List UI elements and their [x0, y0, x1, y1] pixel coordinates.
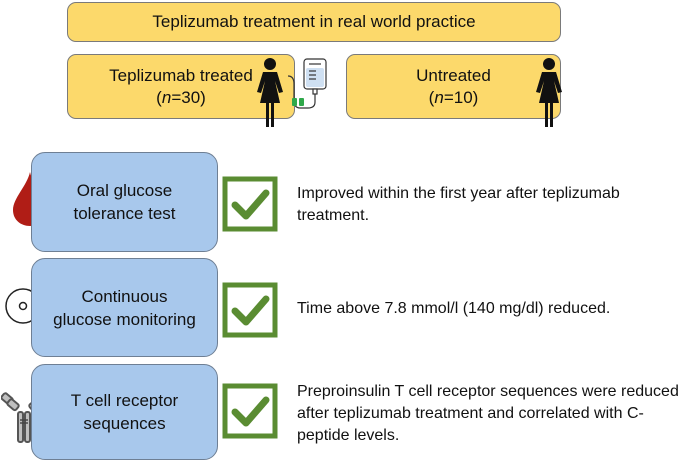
- test-box-cgm: Continuous glucose monitoring: [31, 258, 218, 357]
- checkmark-icon: [222, 176, 278, 232]
- test-label-tcr: T cell receptor sequences: [70, 391, 179, 433]
- checkmark-icon: [222, 282, 278, 338]
- untreated-group-label: Untreated: [416, 65, 491, 85]
- result-text-ogtt: Improved within the first year after tep…: [297, 185, 620, 224]
- treated-group-count: (n=30): [156, 87, 206, 107]
- person-icon-untreated: [536, 58, 562, 127]
- treated-group-box: Teplizumab treated (n=30): [67, 54, 295, 119]
- person-icon-treated: [257, 58, 283, 127]
- test-label-ogtt: Oral glucose tolerance test: [73, 181, 176, 223]
- diagram-title-text: Teplizumab treatment in real world pract…: [152, 12, 476, 31]
- checkmark-icon: [222, 383, 278, 439]
- test-box-tcr: T cell receptor sequences: [31, 364, 218, 460]
- result-text-cgm: Time above 7.8 mmol/l (140 mg/dl) reduce…: [297, 300, 611, 317]
- diagram-title: Teplizumab treatment in real world pract…: [67, 2, 561, 42]
- test-box-ogtt: Oral glucose tolerance test: [31, 152, 218, 252]
- test-label-cgm: Continuous glucose monitoring: [53, 286, 196, 329]
- iv-drip-icon: [287, 58, 327, 109]
- treated-group-label: Teplizumab treated: [109, 65, 253, 85]
- untreated-group-box: Untreated (n=10): [346, 54, 561, 119]
- untreated-group-count: (n=10): [428, 87, 479, 107]
- result-text-tcr: Preproinsulin T cell receptor sequences …: [297, 383, 679, 444]
